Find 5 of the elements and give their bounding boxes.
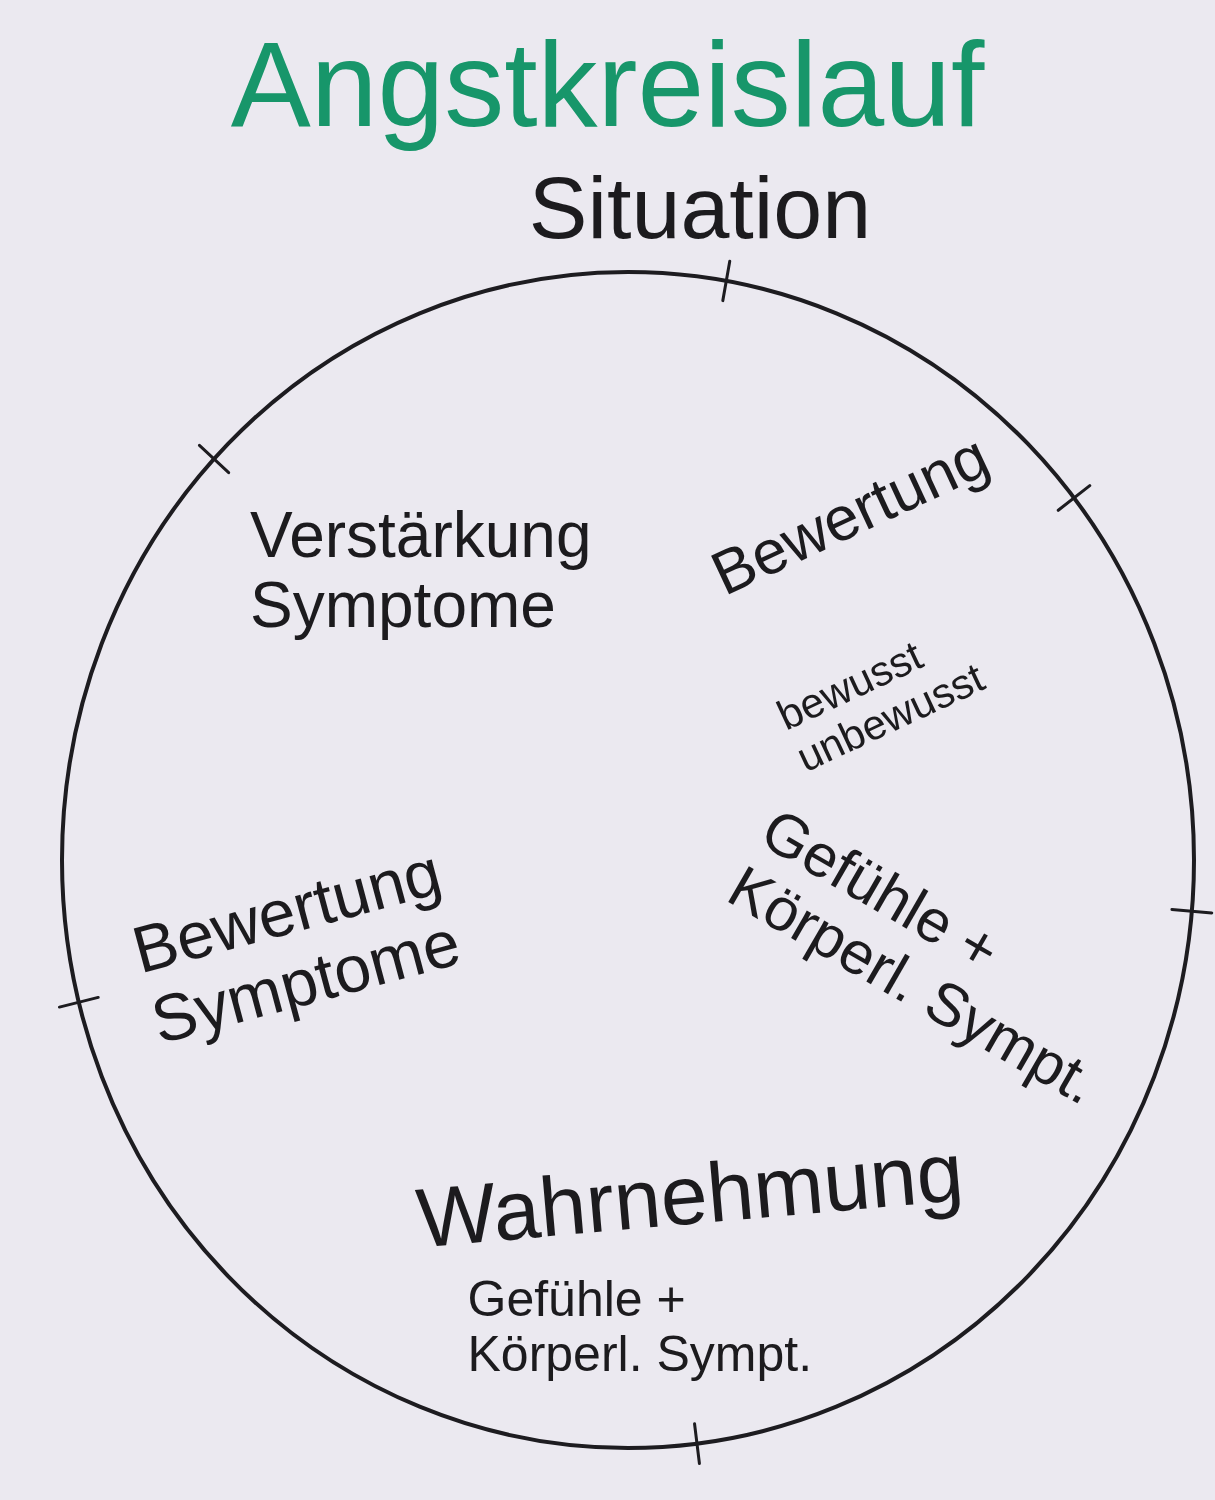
stage-note: Gefühle + Körperl. Sympt. <box>467 1272 814 1382</box>
diagram-title: Angstkreislauf <box>230 18 985 150</box>
stage-label: Wahrnehmung <box>413 1125 967 1265</box>
stage-label: Verstärkung Symptome <box>250 499 593 641</box>
stage-label: Situation <box>528 164 872 252</box>
